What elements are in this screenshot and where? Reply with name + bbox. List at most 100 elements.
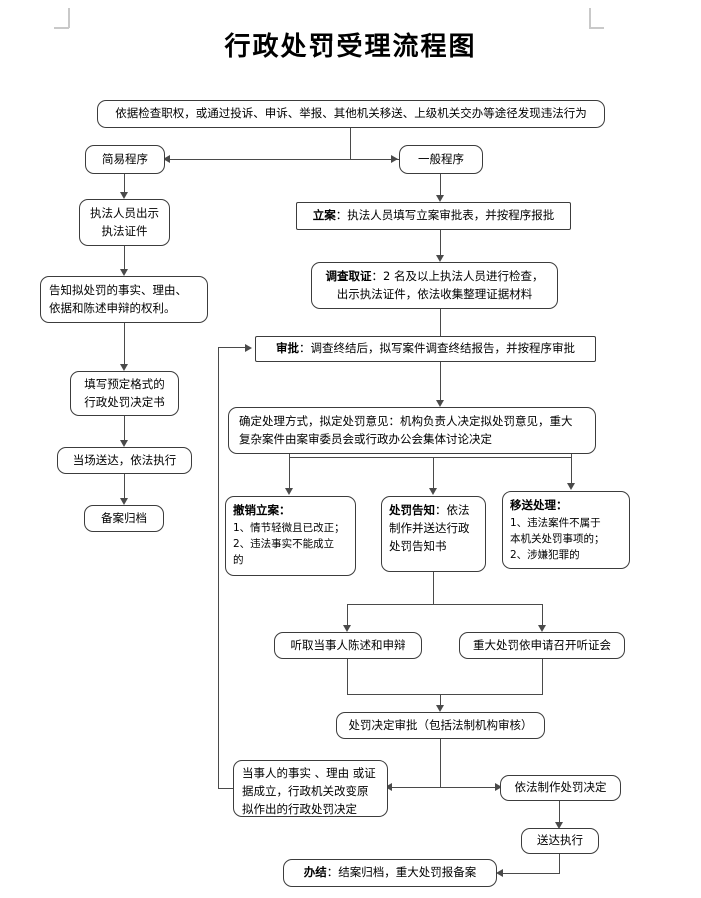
connector-serve-to-archive xyxy=(124,474,126,502)
node-fill-decision-form-line1: 填写预定格式的 xyxy=(84,376,165,391)
node-penalty-notice: 处罚告知：依法 制作并送达行政 处罚告知书 xyxy=(381,496,486,572)
connector-cert-to-inform xyxy=(124,246,126,273)
arrow-to-notice xyxy=(429,488,437,495)
connector-feedback-vertical xyxy=(218,347,220,789)
node-party-evidence-line3: 拟作出的行政处罚决定 xyxy=(242,801,357,816)
node-inform-party-line2: 依据和陈述申辩的权利。 xyxy=(49,300,176,315)
connector-general-to-caseopen xyxy=(440,174,442,199)
node-hearing-meeting-label: 重大处罚依申请召开听证会 xyxy=(473,637,611,652)
connector-hearing-right-down xyxy=(542,604,544,628)
node-penalty-approval: 处罚决定审批（包括法制机构审核） xyxy=(336,712,545,739)
arrow-to-party-evidence xyxy=(385,783,392,791)
node-party-evidence: 当事人的事实 、理由 或证 据成立，行政机关改变原 拟作出的行政处罚决定 xyxy=(233,760,388,817)
crop-mark-top-right xyxy=(576,8,604,36)
node-simple-procedure: 简易程序 xyxy=(85,145,165,174)
node-approval: 审批：调查终结后，拟写案件调查终结报告，并按程序审批 xyxy=(255,336,596,362)
node-onsite-serve-label: 当场送达，依法执行 xyxy=(72,452,177,467)
arrow-to-close xyxy=(496,869,503,877)
node-serve-execute: 送达执行 xyxy=(521,828,599,854)
page-title: 行政处罚受理流程图 xyxy=(224,32,477,62)
arrow-cert-to-inform xyxy=(120,269,128,276)
node-archive-record-label: 备案归档 xyxy=(101,510,147,525)
node-transfer-handling-line2: 本机关处罚事项的； xyxy=(510,533,605,546)
connector-feedback-top xyxy=(218,347,248,349)
connector-decide-split-horizontal xyxy=(289,457,572,459)
node-close-case-desc: ：结案归档，重大处罚报备案 xyxy=(326,865,477,880)
node-penalty-notice-line1: 处罚告知：依法 xyxy=(389,502,478,520)
node-close-case-label: 办结 xyxy=(303,865,327,880)
connector-serve-to-close-down xyxy=(559,854,561,874)
connector-split-right xyxy=(571,454,573,486)
connector-split-middle xyxy=(433,457,435,492)
connector-simple-to-cert xyxy=(124,174,126,196)
node-fill-decision-form-line2: 行政处罚决定书 xyxy=(84,394,165,409)
node-show-credentials-line1: 执法人员出示 xyxy=(90,205,159,220)
arrow-approval-to-decide xyxy=(436,400,444,407)
arrow-to-transfer xyxy=(567,483,575,490)
connector-split-horizontal xyxy=(130,159,402,161)
node-inform-party: 告知拟处罚的事实、理由、 依据和陈述申辩的权利。 xyxy=(40,276,208,323)
node-transfer-handling: 移送处理： 1、违法案件不属于 本机关处罚事项的； 2、涉嫌犯罪的 xyxy=(502,491,630,569)
connector-decision-to-serve xyxy=(559,801,561,826)
arrow-simple-to-cert xyxy=(120,192,128,199)
connector-hearing-left-down xyxy=(347,604,349,628)
node-case-open-text: 立案：执法人员填写立案审批表，并按程序报批 xyxy=(303,207,564,225)
node-investigate: 调查取证：2 名及以上执法人员进行检查， 出示执法证件，依法收集整理证据材料 xyxy=(311,262,558,309)
node-hear-statement: 听取当事人陈述和申辩 xyxy=(274,632,422,659)
connector-hearing-split-horizontal xyxy=(347,604,543,606)
node-source: 依据检查职权，或通过投诉、申诉、举报、其他机关移送、上级机关交办等途径发现违法行… xyxy=(97,100,605,128)
node-make-decision: 依法制作处罚决定 xyxy=(500,775,621,801)
node-revoke-case-line2: 2、违法事实不能成立 xyxy=(233,538,335,551)
node-transfer-handling-line3: 2、涉嫌犯罪的 xyxy=(510,549,580,562)
node-serve-execute-label: 送达执行 xyxy=(537,833,583,848)
node-revoke-case-line3: 的 xyxy=(233,554,244,567)
node-hearing-meeting: 重大处罚依申请召开听证会 xyxy=(459,632,625,659)
arrow-caseopen-to-investigate xyxy=(436,255,444,262)
node-transfer-handling-line1: 1、违法案件不属于 xyxy=(510,516,601,529)
node-onsite-serve: 当场送达，依法执行 xyxy=(57,447,192,474)
connector-feedback-bottom xyxy=(218,788,234,790)
arrow-to-make-decision xyxy=(495,783,502,791)
connector-caseopen-to-investigate xyxy=(440,230,442,259)
connector-split-left xyxy=(289,454,291,492)
node-investigate-desc1: ：2 名及以上执法人员进行检查， xyxy=(371,268,544,283)
node-party-evidence-line1: 当事人的事实 、理由 或证 xyxy=(242,766,376,780)
connector-source-down xyxy=(350,128,352,160)
connector-merge-down xyxy=(440,694,442,708)
node-penalty-approval-label: 处罚决定审批（包括法制机构审核） xyxy=(348,717,533,732)
node-penalty-notice-line2: 制作并送达行政 xyxy=(389,520,470,535)
arrow-general-to-caseopen xyxy=(436,195,444,202)
node-case-open: 立案：执法人员填写立案审批表，并按程序报批 xyxy=(296,202,571,230)
node-fill-decision-form: 填写预定格式的 行政处罚决定书 xyxy=(70,371,179,416)
connector-hear-statement-down xyxy=(347,659,349,695)
node-case-open-desc: ：执法人员填写立案审批表，并按程序报批 xyxy=(335,208,555,223)
connector-merge-horizontal xyxy=(347,694,543,696)
node-penalty-notice-desc: ：依法 xyxy=(435,503,470,517)
node-general-procedure: 一般程序 xyxy=(399,145,483,174)
node-investigate-line1: 调查取证：2 名及以上执法人员进行检查， xyxy=(318,268,551,286)
node-approval-label: 审批 xyxy=(276,341,299,356)
node-investigate-label: 调查取证 xyxy=(325,268,372,283)
node-inform-party-line1: 告知拟处罚的事实、理由、 xyxy=(49,282,187,297)
node-revoke-case: 撤销立案： 1、情节轻微且已改正； 2、违法事实不能成立 的 xyxy=(225,496,356,576)
node-hear-statement-label: 听取当事人陈述和申辩 xyxy=(290,637,406,652)
node-revoke-case-label: 撤销立案： xyxy=(233,503,291,517)
node-decide-method-line1: 确定处理方式，拟定处罚意见：机构负责人决定拟处罚意见，重大 xyxy=(239,413,573,428)
node-decide-method: 确定处理方式，拟定处罚意见：机构负责人决定拟处罚意见，重大 复杂案件由案审委员会… xyxy=(228,407,596,454)
node-show-credentials: 执法人员出示 执法证件 xyxy=(79,199,170,246)
node-investigate-line2: 出示执法证件，依法收集整理证据材料 xyxy=(336,286,533,301)
node-party-evidence-line2: 据成立，行政机关改变原 xyxy=(242,783,369,798)
connector-investigate-to-approval xyxy=(440,309,442,340)
node-general-procedure-label: 一般程序 xyxy=(418,151,464,166)
node-archive-record: 备案归档 xyxy=(84,505,164,532)
arrow-serve-to-archive xyxy=(120,498,128,505)
connector-serve-to-close-horizontal xyxy=(500,873,560,875)
arrow-to-hearing-meeting xyxy=(538,625,546,632)
node-case-open-label: 立案 xyxy=(312,208,336,223)
connector-hearing-meeting-down xyxy=(542,659,544,695)
arrow-to-hear-statement xyxy=(343,625,351,632)
arrow-to-revoke xyxy=(285,488,293,495)
arrow-fill-to-serve xyxy=(120,440,128,447)
node-transfer-handling-label: 移送处理： xyxy=(510,498,568,512)
